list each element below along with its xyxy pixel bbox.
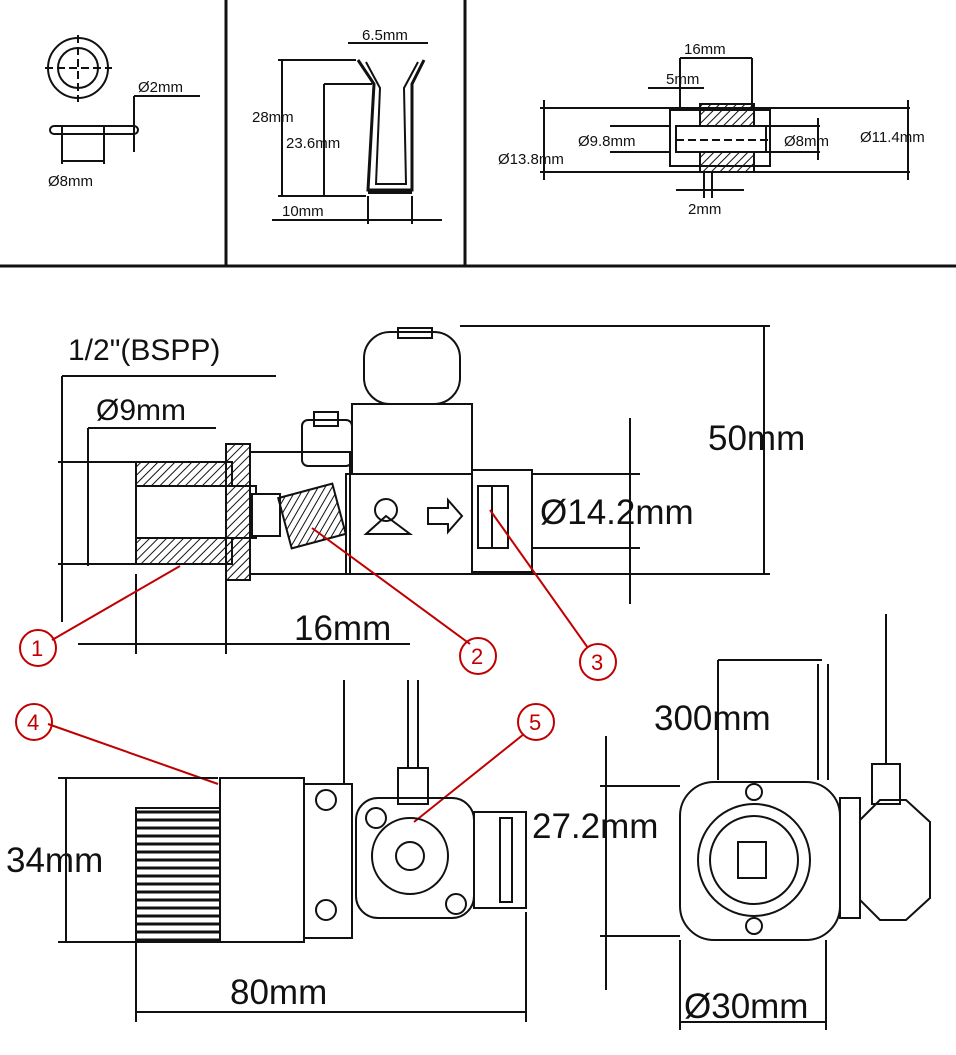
- callout-leaders: [15, 509, 617, 823]
- oring-cross-dia: Ø2mm: [138, 79, 183, 96]
- filter-panel: [272, 42, 442, 224]
- oring-panel: [45, 35, 200, 164]
- nozzle-outer-right: Ø11.4mm: [860, 129, 925, 146]
- valve-height: 50mm: [708, 419, 805, 458]
- valve-end-view: [600, 614, 931, 1030]
- filter-bottom-width: 10mm: [282, 203, 324, 220]
- filter-height-outer: 28mm: [252, 109, 294, 126]
- body-dia: Ø30mm: [684, 987, 808, 1026]
- callout-3: 3: [591, 650, 603, 675]
- outlet-dia: Ø14.2mm: [540, 493, 694, 532]
- nozzle-length: 16mm: [684, 41, 726, 58]
- nozzle-panel: [540, 57, 910, 198]
- valve-section-view: [58, 325, 770, 654]
- nozzle-inner-right: Ø8mm: [784, 133, 829, 150]
- side-height: 34mm: [6, 841, 103, 880]
- bore-dia: Ø9mm: [96, 394, 186, 427]
- nozzle-bore: Ø9.8mm: [578, 133, 636, 150]
- wire-length: 300mm: [654, 699, 771, 738]
- valve-side-view: [58, 680, 527, 1022]
- oring-inner-dia: Ø8mm: [48, 173, 93, 190]
- top-panel-frame: [0, 0, 956, 268]
- callout-2: 2: [471, 644, 483, 669]
- filter-height-inner: 23.6mm: [286, 135, 340, 152]
- overall-length: 80mm: [230, 973, 327, 1012]
- filter-top-width: 6.5mm: [362, 27, 408, 44]
- callout-5: 5: [529, 710, 541, 735]
- nozzle-tip: 5mm: [666, 71, 699, 88]
- thread-spec: 1/2"(BSPP): [68, 334, 220, 367]
- thread-length: 16mm: [294, 609, 391, 648]
- callout-4: 4: [27, 710, 39, 735]
- center-height: 27.2mm: [532, 807, 658, 846]
- nozzle-hole: 2mm: [688, 201, 721, 218]
- nozzle-outer-left: Ø13.8mm: [498, 151, 564, 168]
- callout-1: 1: [31, 636, 43, 661]
